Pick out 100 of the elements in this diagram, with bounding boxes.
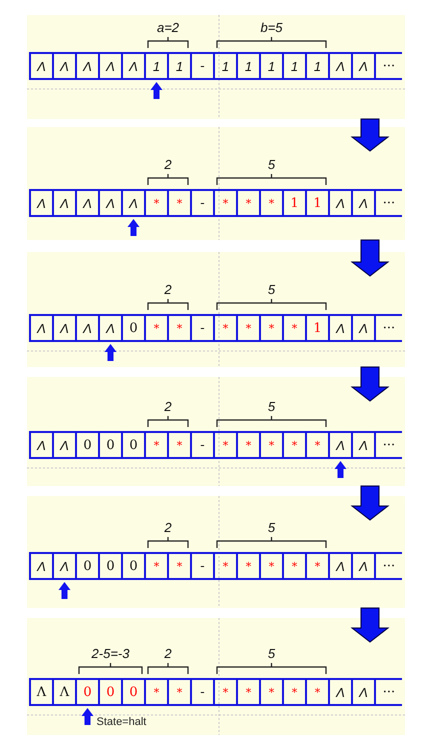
panel-background (27, 15, 405, 119)
tape-cell: * (144, 189, 169, 217)
brace-label: 5 (268, 282, 276, 297)
tape-cell: 0 (121, 678, 146, 706)
tape-cell: 1 (167, 52, 192, 80)
tape-cell: * (236, 189, 261, 217)
tape-cell: Λ (29, 52, 54, 80)
tape-cell: 1 (282, 189, 307, 217)
tape-cell: - (190, 678, 215, 706)
tape-cell: 0 (98, 552, 123, 580)
brace-label: 5 (268, 399, 276, 414)
tape-cell: 1 (305, 189, 330, 217)
tape-cell: * (213, 431, 238, 459)
tape-cell: ··· (374, 52, 402, 80)
tape-cell: Λ (29, 678, 54, 706)
tape-cell: 1 (144, 52, 169, 80)
tape-cell: * (167, 552, 192, 580)
arrow (350, 118, 390, 152)
tape-cell: Λ (98, 52, 123, 80)
tape-cell: Λ (98, 189, 123, 217)
tape-cell: - (190, 52, 215, 80)
tape-cell: - (190, 552, 215, 580)
tape-cell: * (144, 552, 169, 580)
tape-cell: Λ (121, 52, 146, 80)
tape-cell: 0 (98, 431, 123, 459)
tape-cell: 0 (121, 552, 146, 580)
tape-cell: * (259, 189, 284, 217)
tape-cell: * (259, 552, 284, 580)
tape-cell: Λ (328, 189, 353, 217)
tape-cell: Λ (52, 552, 77, 580)
tape-cell: Λ (75, 52, 100, 80)
tape-cell: ··· (374, 314, 402, 342)
panel-background (27, 127, 405, 240)
tape-cell: 1 (259, 52, 284, 80)
tape-cell: Λ (328, 678, 353, 706)
tape-cell: Λ (75, 314, 100, 342)
tape-cell: - (190, 314, 215, 342)
tape-cell: 1 (305, 314, 330, 342)
tape-cell: * (144, 678, 169, 706)
state-label: State=halt (96, 716, 146, 728)
tape-cell: * (144, 431, 169, 459)
tape-cell: Λ (75, 189, 100, 217)
tape-cell: * (213, 552, 238, 580)
brace-label: 5 (268, 157, 276, 172)
tape-cell: * (236, 552, 261, 580)
tape-cell: Λ (351, 52, 376, 80)
tape-cell: * (259, 678, 284, 706)
tape-cell: * (259, 314, 284, 342)
brace-label: 2 (164, 157, 172, 172)
tape-cell: * (144, 314, 169, 342)
tape-cell: Λ (121, 189, 146, 217)
tape-cell: Λ (98, 314, 123, 342)
tape-cell: 1 (213, 52, 238, 80)
arrow (350, 608, 390, 643)
tape-cell: ··· (374, 552, 402, 580)
tape-cell: Λ (52, 678, 77, 706)
brace-label: 2 (164, 520, 172, 535)
brace-label: 2 (164, 646, 172, 661)
tape-cell: * (282, 678, 307, 706)
arrow (350, 240, 390, 277)
tape-cell: Λ (52, 314, 77, 342)
panel-background (27, 252, 405, 367)
tape-cell: Λ (351, 189, 376, 217)
tape-cell: * (282, 431, 307, 459)
tape-cell: 0 (121, 431, 146, 459)
tape-cell: * (282, 314, 307, 342)
tape-cell: Λ (29, 431, 54, 459)
tape-cell: 0 (121, 314, 146, 342)
tape-cell: * (167, 314, 192, 342)
brace-label: a=2 (156, 20, 180, 35)
tape-cell: Λ (29, 314, 54, 342)
tape-cell: * (282, 552, 307, 580)
tape-cell: Λ (328, 52, 353, 80)
tape-cell: * (305, 552, 330, 580)
tape-cell: - (190, 431, 215, 459)
tape-cell: 0 (98, 678, 123, 706)
tape-cell: * (213, 678, 238, 706)
tape-cell: * (213, 314, 238, 342)
tape-cell: Λ (328, 431, 353, 459)
tape-cell: - (190, 189, 215, 217)
tape-cell: 0 (75, 431, 100, 459)
tape-cell: ··· (374, 189, 402, 217)
tape-cell: * (236, 314, 261, 342)
tape-cell: Λ (351, 314, 376, 342)
tape-cell: Λ (52, 431, 77, 459)
tape-cell: Λ (328, 314, 353, 342)
brace-label: b=5 (260, 20, 283, 35)
tape-cell: * (305, 431, 330, 459)
tape-cell: * (213, 189, 238, 217)
tape-cell: 1 (282, 52, 307, 80)
tape-cell: * (236, 678, 261, 706)
brace-label: 5 (268, 646, 276, 661)
brace-label: 5 (268, 520, 276, 535)
tape-cell: * (305, 678, 330, 706)
tape-cell: * (167, 189, 192, 217)
tape-cell: Λ (29, 189, 54, 217)
panel-background (27, 377, 405, 486)
brace-label: 2-5=-3 (92, 646, 130, 661)
tape-cell: ··· (374, 431, 402, 459)
arrow (350, 366, 390, 402)
